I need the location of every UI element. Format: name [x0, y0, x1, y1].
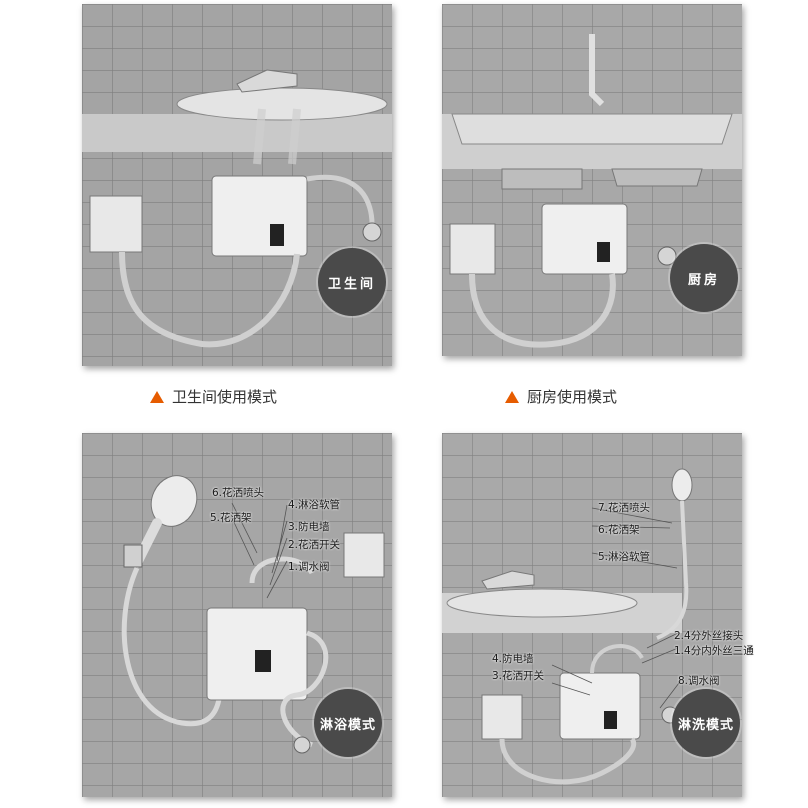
bathroom-badge: 卫生间: [318, 248, 386, 316]
label-shower-hose: 4.淋浴软管: [288, 499, 341, 511]
label-water-valve: 1.调水阀: [288, 561, 330, 573]
label-shower-hose: 5.淋浴软管: [598, 551, 651, 563]
kitchen-badge: 厨房: [670, 244, 738, 312]
label-anti-shock-wall: 4.防电墙: [492, 653, 534, 665]
label-three-way-connector: 1.4分内外丝三通: [674, 645, 754, 657]
label-shower-head: 7.花洒喷头: [598, 502, 651, 514]
label-anti-shock-wall: 3.防电墙: [288, 521, 330, 533]
bathroom-mode-text: 卫生间使用模式: [172, 388, 278, 406]
bathroom-illustration: 卫生间: [82, 4, 392, 366]
kitchen-mode-text: 厨房使用模式: [527, 388, 618, 406]
label-shower-holder: 6.花洒架: [598, 524, 640, 536]
label-shower-switch: 3.花洒开关: [492, 670, 545, 682]
bathroom-scene: [82, 4, 392, 366]
shower-illustration: 6.花洒喷头 5.花洒架 4.淋浴软管 3.防电墙 2.花洒开关 1.调水阀 淋…: [82, 433, 392, 797]
label-water-valve: 8.调水阀: [678, 675, 720, 687]
triangle-icon: [505, 390, 519, 403]
kitchen-illustration: 厨房: [442, 4, 742, 356]
label-shower-holder: 5.花洒架: [210, 512, 252, 524]
shower-mode-badge: 淋浴模式: [314, 689, 382, 757]
label-outer-thread-connector: 2.4分外丝接头: [674, 630, 744, 642]
label-shower-switch: 2.花洒开关: [288, 539, 341, 551]
triangle-icon: [150, 390, 164, 403]
label-shower-head: 6.花洒喷头: [212, 487, 265, 499]
bathroom-mode-caption: 卫生间使用模式: [150, 386, 277, 407]
shower-wash-illustration: 7.花洒喷头 6.花洒架 5.淋浴软管 2.4分外丝接头 1.4分内外丝三通 4…: [442, 433, 754, 797]
shower-wash-mode-badge: 淋洗模式: [672, 689, 740, 757]
kitchen-mode-caption: 厨房使用模式: [505, 386, 617, 407]
